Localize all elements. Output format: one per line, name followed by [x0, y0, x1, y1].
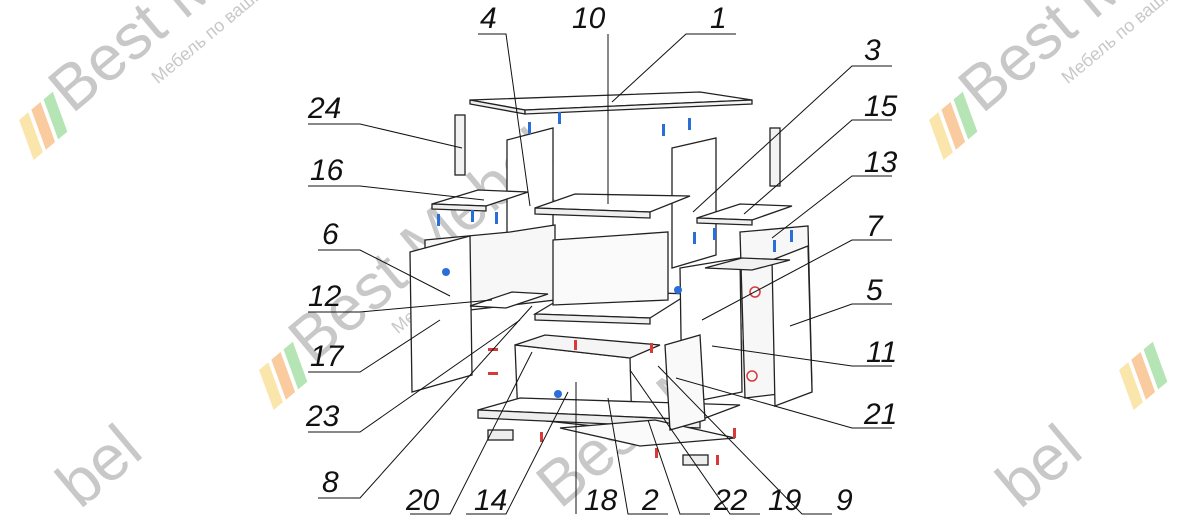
part-left-inner-shelf [469, 291, 549, 309]
part-drawer-body [514, 334, 661, 359]
callout-6: 6 [322, 218, 339, 251]
part-middle-shelf-edge [534, 207, 651, 219]
leader-16 [308, 185, 485, 201]
callout-4: 4 [480, 2, 497, 35]
watermark-bottom-right: bel [983, 411, 1095, 521]
watermark-right [1119, 341, 1168, 410]
callout-8: 8 [322, 466, 339, 499]
leader-19 [629, 369, 760, 515]
callout-15: 15 [864, 90, 898, 123]
svg-text:bel: bel [43, 411, 155, 521]
part-left-top-shelf-edge [431, 203, 487, 212]
callout-9: 9 [836, 484, 853, 517]
watermark-bottom-left: bel [43, 411, 155, 521]
callout-16: 16 [310, 154, 344, 187]
leader-3 [692, 65, 892, 213]
part-center-shelf-edge [534, 313, 651, 325]
leader-24 [308, 123, 463, 149]
leader-20 [410, 351, 533, 515]
callout-3: 3 [864, 34, 881, 67]
leader-22 [647, 419, 710, 515]
leader-9 [657, 365, 832, 515]
part-top-panel-front-edge [524, 99, 753, 115]
part-center-back [552, 231, 669, 306]
leader-5 [789, 303, 892, 327]
callout-1: 1 [710, 2, 727, 35]
part-right-inner-shelf [704, 257, 791, 271]
callout-10: 10 [572, 2, 606, 35]
part-right-lower-panel [664, 334, 706, 431]
callout-13: 13 [864, 146, 898, 179]
leader-11 [711, 345, 892, 367]
leader-4 [478, 33, 531, 207]
callout-11: 11 [866, 336, 897, 369]
callout-20: 20 [405, 484, 440, 517]
leader-8 [318, 305, 533, 499]
callout-12: 12 [308, 280, 342, 313]
furniture-parts [409, 91, 813, 466]
callout-14: 14 [474, 484, 507, 517]
callout-24: 24 [307, 92, 341, 125]
leader-7 [701, 239, 892, 321]
callout-5: 5 [866, 274, 883, 307]
leader-lines [308, 33, 892, 515]
leader-13 [771, 175, 892, 239]
callout-7: 7 [866, 210, 884, 243]
hardware-markers [437, 112, 793, 465]
callout-2: 2 [641, 484, 659, 517]
callout-21: 21 [863, 398, 897, 431]
callout-19: 19 [768, 484, 802, 517]
leader-2 [607, 397, 668, 515]
leader-14 [466, 391, 569, 515]
leader-21 [675, 377, 892, 429]
callout-23: 23 [305, 400, 340, 433]
callout-18: 18 [584, 484, 618, 517]
blue-fasteners [437, 112, 793, 398]
part-right-door [771, 245, 813, 407]
part-inner-side-right [671, 137, 717, 269]
part-post-right [769, 127, 781, 187]
leader-12 [308, 299, 493, 313]
leader-17 [308, 319, 441, 373]
leader-1 [611, 33, 736, 103]
part-right-top-shelf-edge [696, 217, 753, 226]
watermark-tr: Best Mebel Мебель по вашим идеям [929, 0, 1200, 160]
leader-6 [318, 249, 451, 297]
svg-text:bel: bel [983, 411, 1095, 521]
leader-15 [743, 119, 892, 215]
callout-22: 22 [713, 484, 748, 517]
part-left-door [409, 235, 473, 393]
part-foot-left [487, 429, 514, 441]
part-post-left [454, 114, 466, 176]
callout-17: 17 [310, 340, 345, 373]
callout-numbers: 1 2 3 4 5 6 7 8 9 10 11 12 13 14 15 16 1… [305, 2, 898, 517]
watermark-tl: Best Mebel Мебель по вашим идеям [19, 0, 326, 160]
leader-23 [308, 319, 521, 433]
